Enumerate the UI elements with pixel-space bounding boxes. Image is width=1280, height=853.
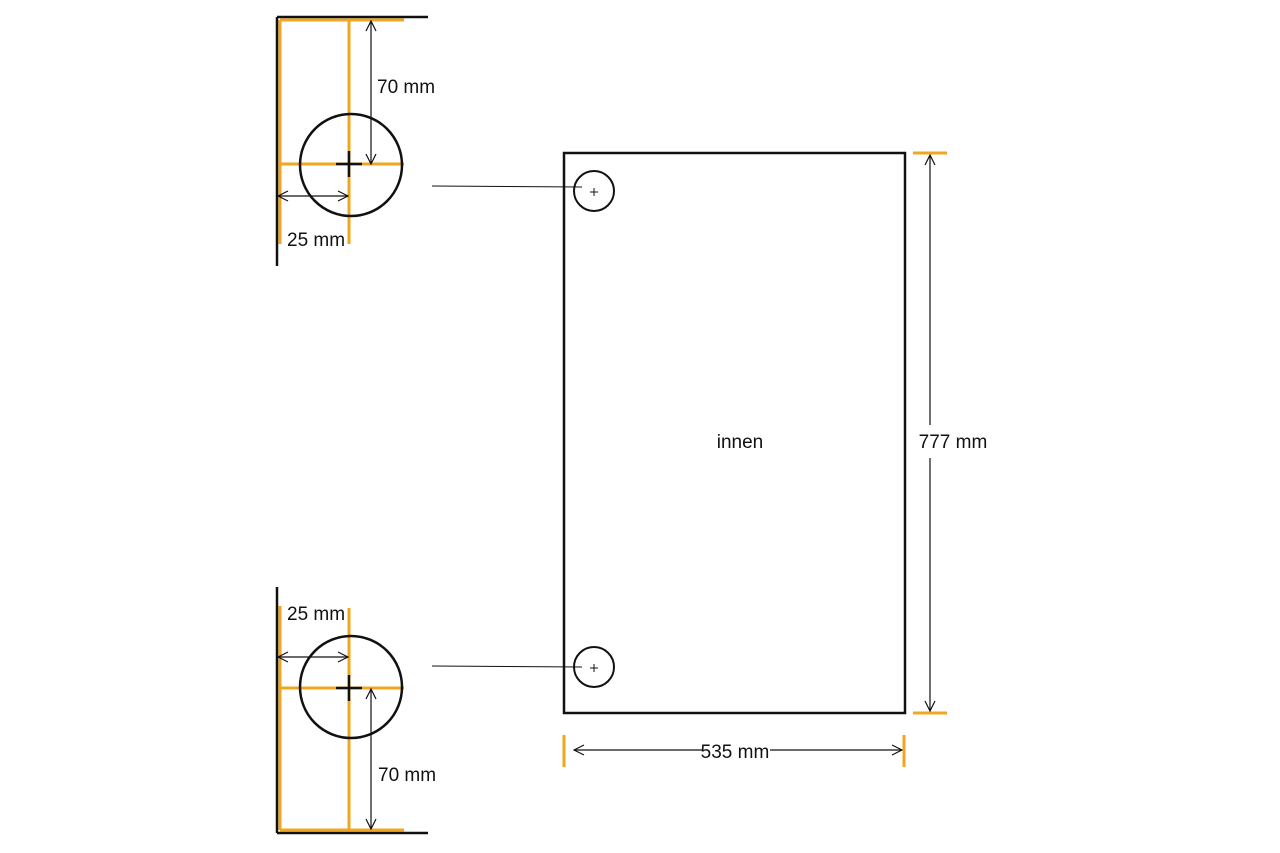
door-panel: innen [562,151,907,715]
center-cross-icon [336,675,362,701]
detail-bottom: 25 mm 70 mm [275,587,436,835]
center-cross-icon [336,151,362,177]
drill-hole-bottom [573,646,615,688]
dim-label-70mm-top: 70 mm [377,77,435,98]
drill-hole-top [573,170,615,212]
hinge-cup-circle [298,634,404,740]
plus-icon [590,664,598,672]
panel-side-label: innen [717,432,764,453]
plus-icon [590,188,598,196]
dim-label-25mm-top: 25 mm [287,230,345,251]
width-dimension: 535 mm [562,735,906,767]
dim-label-25mm-bottom: 25 mm [287,604,345,625]
leader-line-top [431,185,583,188]
width-label: 535 mm [701,742,770,763]
dim-label-70mm-bottom: 70 mm [378,765,436,786]
panel-outline [562,151,907,715]
leader-line-bottom [431,665,583,668]
hinge-cup-circle [298,112,404,218]
height-dimension: 777 mm [913,151,988,715]
height-label: 777 mm [919,432,988,453]
detail-top: 70 mm 25 mm [275,15,435,266]
